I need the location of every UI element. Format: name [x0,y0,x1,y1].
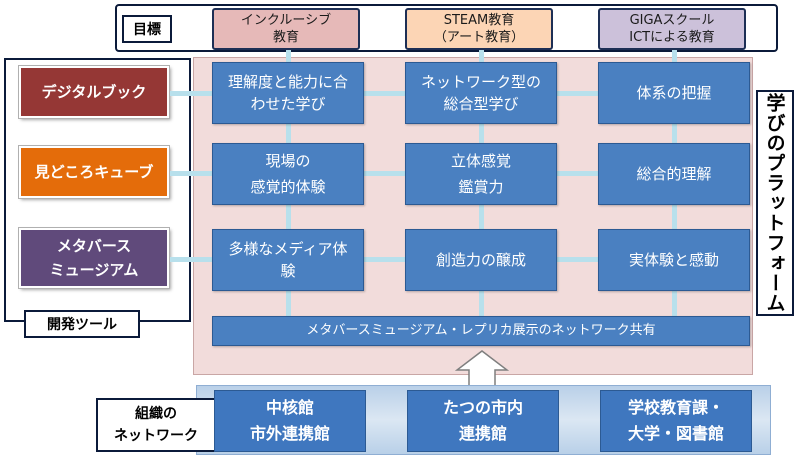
tool-highlight-cube: 見どころキューブ [18,145,170,199]
cell-network-learning: ネットワーク型の 総合型学び [405,62,557,124]
goals-frame [115,4,778,52]
platform-label: 学びのプラットフォーム [756,90,794,316]
tool-digital-book: デジタルブック [18,65,170,119]
org-city-museums: たつの市内 連携館 [407,390,559,452]
goal-giga: GIGAスクール ICTによる教育 [598,8,746,50]
cell-understanding: 理解度と能力に合 わせた学び [212,62,364,124]
tool-metaverse-museum: メタバース ミュージアム [18,227,170,289]
network-share-bar: メタバースミュージアム・レプリカ展示のネットワーク共有 [212,316,750,346]
cell-creativity: 創造力の醸成 [405,229,557,291]
cell-comprehensive: 総合的理解 [598,143,750,205]
cell-system-grasp: 体系の把握 [598,62,750,124]
cell-spatial-sense: 立体感覚 鑑賞力 [405,143,557,205]
tools-label: 開発ツール [24,310,140,338]
org-core-museum: 中核館 市外連携館 [214,390,366,452]
goals-label: 目標 [122,15,172,43]
up-arrow-icon [455,350,509,390]
cell-diverse-media: 多様なメディア体 験 [212,229,364,291]
goal-inclusive: インクルーシブ 教育 [212,8,360,50]
organization-label: 組織の ネットワーク [96,398,216,452]
cell-field-experience: 現場の 感覚的体験 [212,143,364,205]
cell-real-experience: 実体験と感動 [598,229,750,291]
org-school-library: 学校教育課・ 大学・図書館 [600,390,752,452]
goal-steam: STEAM教育 （アート教育） [405,8,553,50]
